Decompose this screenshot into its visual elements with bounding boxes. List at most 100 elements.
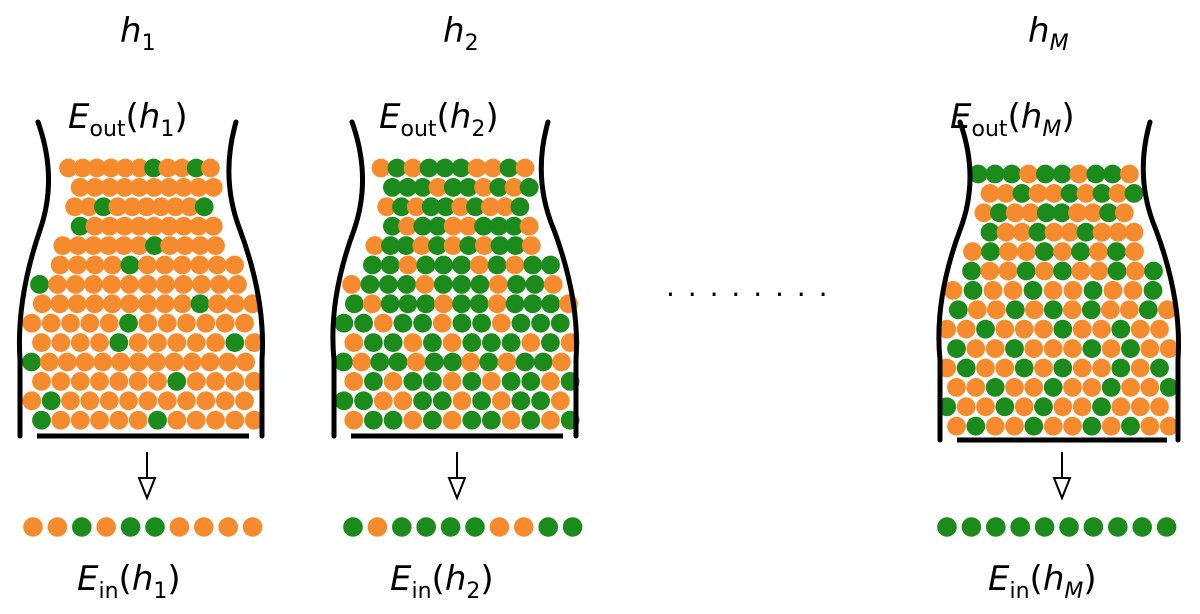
- e-out-label: Eout(h2): [379, 97, 499, 142]
- jar-marble: [962, 261, 981, 281]
- jar-marble: [378, 275, 398, 294]
- jar-marble: [186, 158, 206, 178]
- jar-marble: [1044, 184, 1064, 203]
- jar-marble: [442, 333, 462, 352]
- jar-marble: [129, 216, 149, 236]
- jar-marble: [200, 352, 220, 372]
- jar-marble: [156, 275, 175, 294]
- jar-marble: [531, 313, 550, 333]
- jar-marble: [507, 275, 526, 294]
- jar-marble: [424, 352, 444, 372]
- jar-marble: [383, 410, 403, 430]
- sample-row: [937, 517, 1177, 537]
- jar-marble: [225, 255, 245, 275]
- jar-marble: [75, 352, 95, 372]
- jar-marble: [383, 333, 403, 352]
- sample-marble: [1010, 517, 1030, 537]
- jar-marble: [415, 275, 435, 294]
- jar-marble: [160, 236, 180, 256]
- jar-marble: [1005, 203, 1025, 223]
- jar-marble: [416, 255, 436, 275]
- jar-marble: [462, 372, 482, 391]
- sampling-arrow: [1052, 452, 1072, 501]
- jar-marble: [50, 255, 70, 275]
- sample-marble: [937, 517, 957, 537]
- jar-marble: [519, 178, 539, 197]
- e-in-label: Ein(hM): [988, 559, 1097, 604]
- jar-marble: [1043, 378, 1063, 397]
- jar-marble: [488, 275, 508, 294]
- jar-marble: [1014, 397, 1034, 417]
- jar-marble: [196, 313, 216, 333]
- jar-marble: [373, 391, 393, 411]
- jar-marble: [413, 216, 433, 236]
- jar-marble: [159, 216, 179, 236]
- jar-marble: [1159, 416, 1179, 436]
- sample-marble: [120, 517, 141, 537]
- jar-marble: [129, 352, 148, 372]
- jar-marble: [981, 242, 1000, 261]
- jar-marble: [177, 313, 196, 333]
- sample-marble: [961, 517, 982, 537]
- jar-marble: [377, 197, 397, 217]
- jar-marble: [120, 255, 140, 275]
- jar-marble: [215, 391, 235, 411]
- jar-marble: [995, 358, 1015, 378]
- jar-marble: [354, 313, 373, 333]
- jar-marble: [334, 352, 353, 372]
- jar-marble: [383, 216, 402, 236]
- jar-marble: [986, 300, 1006, 320]
- jar-marble: [1072, 319, 1092, 339]
- jar-marble: [541, 294, 561, 314]
- sample-marble: [1156, 517, 1177, 537]
- jar-marble: [403, 372, 423, 391]
- sampling-arrow: [137, 452, 157, 501]
- jar-marble: [403, 410, 423, 430]
- jar-marble: [1123, 281, 1143, 300]
- jar-marble: [937, 319, 957, 339]
- jar-marble: [1082, 339, 1102, 358]
- jar-marble: [57, 352, 77, 372]
- jar-marble: [1099, 203, 1119, 223]
- jar-marble: [966, 416, 986, 436]
- jar-marble: [203, 178, 223, 197]
- jar-marble: [70, 333, 90, 352]
- jar-marble: [1125, 242, 1144, 261]
- jar-marble: [475, 236, 494, 256]
- jar-marble: [90, 333, 109, 352]
- jar-marble: [85, 294, 105, 314]
- jar-marble: [190, 294, 210, 314]
- jar-marble: [99, 313, 119, 333]
- jar-marble: [541, 333, 560, 352]
- jar-marble: [983, 281, 1003, 300]
- jar-marble: [1017, 242, 1036, 261]
- jar-marble: [244, 410, 264, 430]
- jar-marble: [1071, 242, 1090, 261]
- jar-marble: [479, 352, 499, 372]
- jar-marble: [1063, 378, 1082, 397]
- jar-marble: [334, 313, 354, 333]
- jar-marble: [119, 391, 138, 411]
- jar-marble: [51, 410, 71, 430]
- jar-marble: [90, 372, 109, 391]
- jar-marble: [1144, 261, 1163, 281]
- jar-marble: [1092, 358, 1111, 378]
- jar-marble: [1053, 397, 1073, 417]
- jar-marble: [114, 236, 134, 256]
- jar-marble: [148, 333, 167, 352]
- panel-hM: hM Eout(hM) Ein(hM): [936, 11, 1181, 604]
- jar-marble: [1140, 378, 1160, 397]
- jar-marble: [1092, 184, 1112, 203]
- jar-marble: [94, 197, 113, 217]
- jar-marble: [68, 255, 87, 275]
- jar-marble: [1101, 378, 1121, 397]
- jar-marble: [65, 197, 84, 217]
- jar-marble: [489, 216, 509, 236]
- jar-marble: [1111, 319, 1131, 339]
- jar-marble: [172, 255, 192, 275]
- jar-marble: [225, 333, 245, 352]
- jar-marble: [482, 372, 501, 391]
- jar-marble: [84, 236, 103, 256]
- jar-marble: [109, 372, 129, 391]
- jar-marble: [489, 178, 509, 197]
